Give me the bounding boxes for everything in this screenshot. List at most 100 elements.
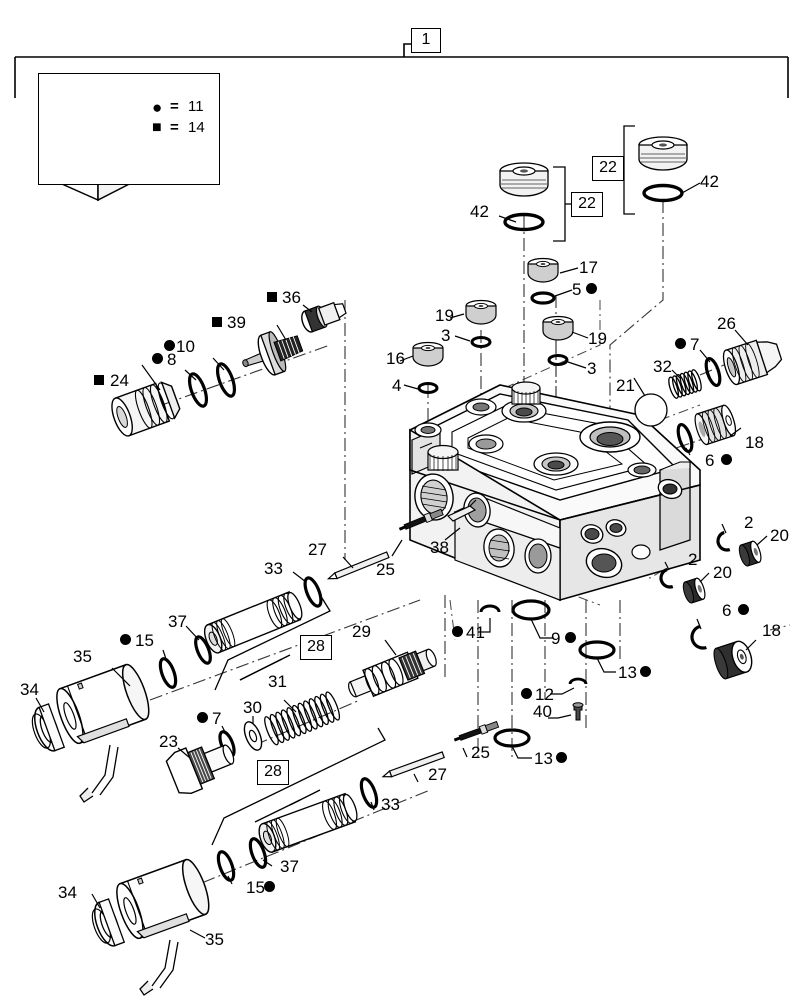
- callout-20-a[interactable]: 20: [770, 526, 789, 545]
- spool-28-upper: [203, 590, 303, 654]
- callout-2-b[interactable]: 2: [688, 550, 698, 569]
- callout-3-left[interactable]: 3: [441, 326, 451, 345]
- callout-12[interactable]: 12: [535, 685, 554, 704]
- callout-8[interactable]: 8: [167, 350, 177, 369]
- callout-42-left[interactable]: 42: [470, 202, 489, 221]
- callout-35-lower[interactable]: 35: [205, 930, 224, 949]
- retainer-2-b: [659, 567, 674, 589]
- plug-18-lower: [713, 640, 753, 680]
- callout-20-b[interactable]: 20: [713, 563, 732, 582]
- oring-37-upper: [194, 635, 212, 665]
- group-box-28-lower[interactable]: 28: [257, 760, 289, 785]
- callout-15-upper[interactable]: 15: [135, 631, 154, 650]
- solenoid-35-upper: [56, 663, 150, 745]
- callout-21[interactable]: 21: [616, 376, 635, 395]
- bushing-20-b: [682, 577, 706, 604]
- valve-body-ports: [414, 473, 683, 579]
- callout-2-a[interactable]: 2: [744, 513, 754, 532]
- marker-circle-7-lower: [197, 712, 208, 723]
- plug-19-right: [542, 315, 574, 341]
- oring-37-lower: [248, 837, 268, 869]
- callout-10[interactable]: 10: [176, 337, 195, 356]
- retainer-2-a: [716, 530, 731, 552]
- callout-15-lower[interactable]: 15: [246, 878, 265, 897]
- callout-23[interactable]: 23: [159, 732, 178, 751]
- callout-37-upper[interactable]: 37: [168, 612, 187, 631]
- callout-38[interactable]: 38: [430, 538, 449, 557]
- group-box-22-right[interactable]: 22: [592, 156, 624, 181]
- rod-27-upper: [326, 551, 390, 580]
- callout-7-right[interactable]: 7: [690, 335, 700, 354]
- callout-41[interactable]: 41: [466, 623, 485, 642]
- callout-6-upper[interactable]: 6: [705, 451, 715, 470]
- callout-17[interactable]: 17: [579, 258, 598, 277]
- screw-40: [572, 702, 584, 721]
- oring-9: [511, 599, 551, 621]
- callout-29[interactable]: 29: [352, 622, 371, 641]
- callout-4[interactable]: 4: [392, 376, 402, 395]
- marker-circle-10: [164, 340, 175, 351]
- callout-31[interactable]: 31: [268, 672, 287, 691]
- callout-16[interactable]: 16: [386, 349, 405, 368]
- solenoid-wires-lower: [139, 939, 179, 996]
- callout-6-lower[interactable]: 6: [722, 601, 732, 620]
- retainer-6-lower: [690, 625, 707, 650]
- group-box-22-left[interactable]: 22: [571, 192, 603, 217]
- ball-21: [634, 393, 668, 427]
- plug-16: [412, 341, 444, 367]
- callout-5[interactable]: 5: [572, 280, 582, 299]
- callout-34-lower[interactable]: 34: [58, 883, 77, 902]
- oring-42-right: [642, 183, 684, 203]
- ring-34-upper: [31, 703, 66, 752]
- callout-32[interactable]: 32: [653, 357, 672, 376]
- callout-9[interactable]: 9: [551, 629, 561, 648]
- callout-19-right[interactable]: 19: [588, 329, 607, 348]
- spool-28-lower: [258, 792, 358, 853]
- callout-36[interactable]: 36: [282, 288, 301, 307]
- legend-circle-value: 11: [188, 98, 204, 115]
- legend-square-equals: =: [170, 119, 179, 136]
- callout-3-right[interactable]: 3: [587, 359, 597, 378]
- callout-26[interactable]: 26: [717, 314, 736, 333]
- assembly-bracket-1: [14, 43, 789, 98]
- callout-30[interactable]: 30: [243, 698, 262, 717]
- assembly-number-1[interactable]: 1: [411, 28, 441, 53]
- marker-square-24: [94, 375, 104, 385]
- washer-30: [243, 721, 263, 751]
- callout-27-lower[interactable]: 27: [428, 765, 447, 784]
- oring-7-right: [704, 356, 722, 388]
- callout-18-upper[interactable]: 18: [745, 433, 764, 452]
- callout-19-left[interactable]: 19: [435, 306, 454, 325]
- plug-17: [527, 257, 559, 283]
- callout-13-upper[interactable]: 13: [618, 663, 637, 682]
- oring-4: [417, 382, 439, 394]
- marker-circle-6-upper: [721, 454, 732, 465]
- callout-7-lower[interactable]: 7: [212, 709, 222, 728]
- callout-27-upper[interactable]: 27: [308, 540, 327, 559]
- callout-42-right[interactable]: 42: [700, 172, 719, 191]
- oring-3-left: [470, 336, 492, 348]
- retainer-15-lower: [216, 850, 236, 882]
- callout-34-upper[interactable]: 34: [20, 680, 39, 699]
- callout-13-lower[interactable]: 13: [534, 749, 553, 768]
- retainer-15-upper: [158, 657, 178, 689]
- callout-35-upper[interactable]: 35: [73, 647, 92, 666]
- cartridge-24: [111, 381, 181, 437]
- callout-25-lower[interactable]: 25: [471, 743, 490, 762]
- rod-27-lower: [381, 751, 445, 778]
- callout-37-lower[interactable]: 37: [280, 857, 299, 876]
- callout-33-lower[interactable]: 33: [381, 795, 400, 814]
- oring-10: [215, 362, 237, 398]
- group-box-28-upper[interactable]: 28: [300, 635, 332, 660]
- callout-39[interactable]: 39: [227, 313, 246, 332]
- callout-25-upper[interactable]: 25: [376, 560, 395, 579]
- oring-5: [530, 291, 556, 305]
- legend-circle-symbol: ●: [152, 98, 163, 117]
- valve-body-bores: [414, 381, 657, 478]
- callout-18-lower[interactable]: 18: [762, 621, 781, 640]
- spool-29: [347, 648, 437, 698]
- callout-40[interactable]: 40: [533, 702, 552, 721]
- callout-33-upper[interactable]: 33: [264, 559, 283, 578]
- callout-24[interactable]: 24: [110, 371, 129, 390]
